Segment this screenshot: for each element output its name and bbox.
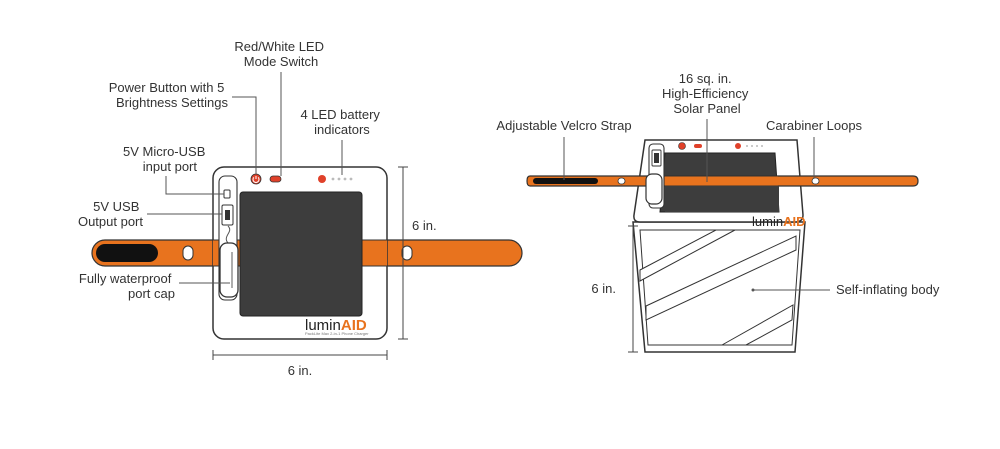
solar-panel — [239, 191, 363, 317]
strap-slot — [182, 245, 194, 261]
battery-led — [331, 177, 335, 181]
battery-icon — [735, 143, 741, 149]
velcro-strap-label: Adjustable Velcro Strap — [496, 118, 631, 133]
port-cap-side[interactable] — [645, 173, 663, 205]
carabiner-loops-label: Carabiner Loops — [766, 118, 863, 133]
usb-output-label: 5V USB Output port — [78, 199, 143, 229]
control-row — [250, 173, 353, 185]
height-label: 6 in. — [412, 218, 437, 233]
battery-led — [349, 177, 353, 181]
solar-panel-label: 16 sq. in. High-Efficiency Solar Panel — [662, 71, 752, 116]
waterproof-port-cap[interactable] — [219, 242, 239, 298]
width-label: 6 in. — [288, 363, 313, 378]
led-switch-label: Red/White LED Mode Switch — [234, 39, 327, 69]
strap-slot — [617, 177, 626, 185]
velcro-patch — [533, 178, 598, 184]
side-height-dimension: 6 in. — [591, 225, 638, 353]
side-view: luminAID 6 in. Adjustable Velcro Strap 1… — [496, 71, 940, 353]
carabiner-loop[interactable] — [811, 177, 820, 185]
side-height-label: 6 in. — [591, 281, 616, 296]
velcro-patch — [96, 244, 158, 262]
power-button-icon[interactable] — [678, 142, 686, 150]
battery-led — [337, 177, 341, 181]
micro-usb-port[interactable] — [223, 189, 231, 199]
power-button-label: Power Button with 5 Brightness Settings — [109, 80, 229, 110]
battery-indicators-label: 4 LED battery indicators — [300, 107, 383, 137]
port-cap-label: Fully waterproof port cap — [79, 271, 175, 301]
led-mode-switch[interactable] — [694, 144, 702, 148]
battery-icon — [318, 175, 326, 183]
micro-usb-label: 5V Micro-USB input port — [123, 144, 209, 174]
battery-led — [343, 177, 347, 181]
width-dimension: 6 in. — [212, 350, 388, 378]
self-inflating-label: Self-inflating body — [836, 282, 940, 297]
led-mode-switch[interactable] — [269, 175, 282, 183]
brand-logo: luminAID — [305, 317, 367, 334]
self-inflating-body — [632, 221, 806, 353]
front-view: luminAID PackLite Max 2-in-1 Phone Charg… — [78, 39, 523, 378]
brand-logo-side: luminAID — [752, 214, 805, 229]
strap-slot — [401, 245, 413, 261]
brand-tagline: PackLite Max 2-in-1 Phone Charger — [305, 331, 369, 336]
height-dimension: 6 in. — [398, 166, 437, 340]
